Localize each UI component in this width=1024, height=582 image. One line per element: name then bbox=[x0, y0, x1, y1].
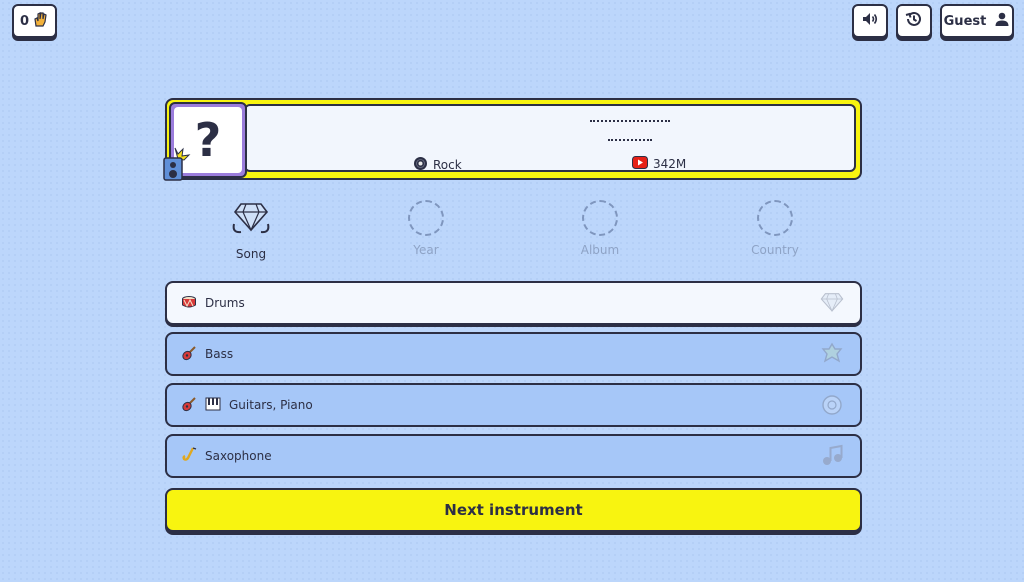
genre-info: Rock bbox=[413, 156, 462, 174]
saxophone-icon bbox=[181, 446, 197, 466]
views-info: 342M bbox=[632, 156, 686, 172]
guitar-icon bbox=[181, 396, 197, 415]
guitar-icon bbox=[181, 345, 197, 364]
instrument-label: Bass bbox=[205, 347, 234, 361]
youtube-icon bbox=[632, 156, 648, 172]
vinyl-icon bbox=[413, 156, 428, 174]
empty-step-circle bbox=[757, 200, 793, 236]
next-instrument-button[interactable]: Next instrument bbox=[165, 488, 862, 532]
score-value: 0 bbox=[19, 13, 30, 29]
instrument-label: Guitars, Piano bbox=[229, 398, 313, 412]
speaker-sticker-icon bbox=[161, 146, 195, 186]
step-label: Year bbox=[413, 243, 439, 257]
diamond-badge-icon bbox=[819, 291, 845, 318]
views-count: 342M bbox=[653, 157, 687, 171]
diamond-badge-icon bbox=[206, 200, 296, 240]
hidden-title-placeholder bbox=[590, 120, 670, 122]
gold-badge-icon bbox=[819, 393, 845, 420]
user-icon bbox=[994, 11, 1010, 31]
guest-profile-button[interactable]: Guest bbox=[940, 4, 1014, 38]
score-counter[interactable]: 0 bbox=[12, 4, 57, 38]
step-album: Album bbox=[555, 200, 645, 257]
genre-label: Rock bbox=[433, 158, 462, 172]
instrument-label: Drums bbox=[205, 296, 245, 310]
platinum-badge-icon bbox=[819, 342, 845, 369]
step-year: Year bbox=[381, 200, 471, 257]
music-notes-badge-icon bbox=[819, 444, 845, 471]
instrument-label: Saxophone bbox=[205, 449, 272, 463]
track-card: Rock 342M ? bbox=[163, 98, 862, 181]
empty-step-circle bbox=[582, 200, 618, 236]
step-label: Song bbox=[235, 247, 267, 261]
instrument-option-bass[interactable]: Bass bbox=[165, 332, 862, 376]
step-country: Country bbox=[730, 200, 820, 257]
guest-label: Guest bbox=[943, 13, 987, 29]
history-icon bbox=[904, 9, 924, 33]
instrument-option-guitars-piano[interactable]: Guitars, Piano bbox=[165, 383, 862, 427]
album-cover: ? bbox=[169, 102, 247, 178]
empty-step-circle bbox=[408, 200, 444, 236]
track-info-panel: Rock 342M bbox=[244, 104, 856, 172]
hidden-artist-placeholder bbox=[608, 139, 652, 141]
sound-button[interactable] bbox=[852, 4, 888, 38]
drum-icon bbox=[181, 295, 197, 312]
hand-icon bbox=[31, 10, 49, 32]
speaker-icon bbox=[861, 10, 879, 32]
cover-question-mark: ? bbox=[174, 107, 242, 173]
step-label: Country bbox=[751, 243, 799, 257]
piano-icon bbox=[205, 397, 221, 414]
step-label: Album bbox=[580, 243, 620, 257]
history-button[interactable] bbox=[896, 4, 932, 38]
instrument-option-drums[interactable]: Drums bbox=[165, 281, 862, 325]
step-song: Song bbox=[206, 200, 296, 261]
instrument-option-saxophone[interactable]: Saxophone bbox=[165, 434, 862, 478]
